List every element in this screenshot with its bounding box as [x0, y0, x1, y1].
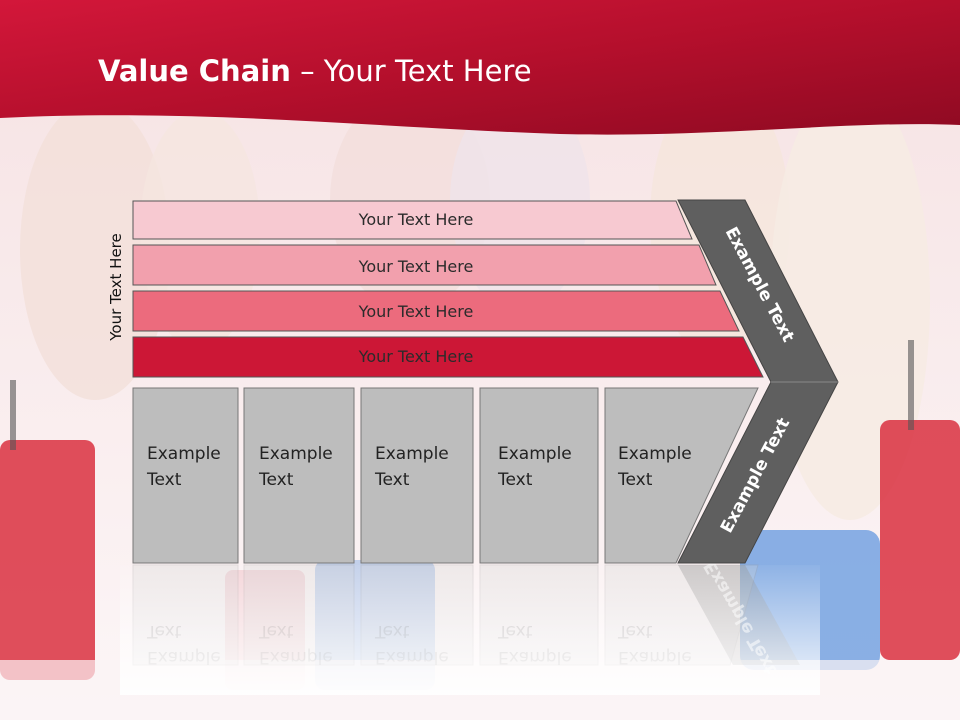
- box-1-line2: Text: [146, 470, 182, 490]
- band-2-label: Your Text Here: [358, 257, 474, 276]
- box-5-line1: Example: [618, 444, 692, 464]
- band-3-label: Your Text Here: [358, 302, 474, 321]
- box-4-line2: Text: [497, 470, 533, 490]
- box-1: [132, 387, 239, 564]
- box-1-line1: Example: [147, 444, 221, 464]
- title-bold: Value Chain: [98, 54, 291, 88]
- band-2: [132, 244, 717, 286]
- band-1-label: Your Text Here: [358, 210, 474, 229]
- header-banner: [0, 0, 960, 135]
- box-3-line2: Text: [374, 470, 410, 490]
- box-2-line1: Example: [259, 444, 333, 464]
- band-4: [132, 336, 764, 378]
- box-3: [360, 387, 474, 564]
- band-4-label: Your Text Here: [358, 347, 474, 366]
- box-4-line1: Example: [498, 444, 572, 464]
- box-5: [604, 387, 759, 564]
- band-3: [132, 290, 740, 332]
- box-2: [243, 387, 355, 564]
- title-rest: – Your Text Here: [290, 54, 532, 88]
- box-3-line1: Example: [375, 444, 449, 464]
- box-5-line2: Text: [617, 470, 653, 490]
- band-1: [132, 200, 693, 240]
- box-4: [479, 387, 599, 564]
- box-2-line2: Text: [258, 470, 294, 490]
- slide-title: Value Chain – Your Text Here: [98, 54, 532, 88]
